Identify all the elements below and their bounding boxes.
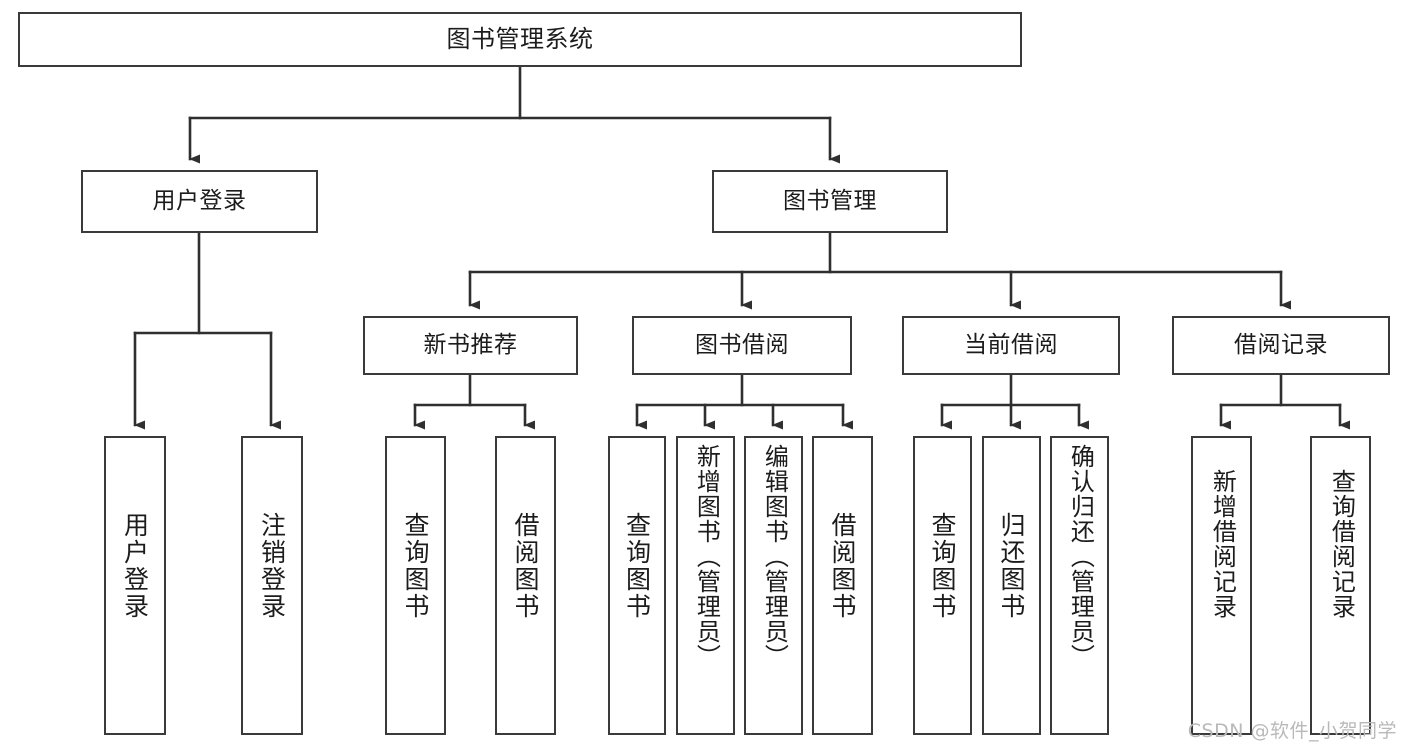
node-label: 借阅记录 (1234, 332, 1328, 359)
node-label: 查询图书 (622, 512, 652, 620)
node-label: 用户登录 (152, 188, 247, 215)
leaf-book-borrow-add-book-admin[interactable]: 新增图书（管理员） (676, 436, 735, 735)
leaf-borrow-record-query-record[interactable]: 查询借阅记录 (1310, 436, 1371, 735)
leaf-user-login-login[interactable]: 用户登录 (104, 436, 166, 735)
node-label: 查询图书 (928, 512, 957, 620)
node-label: 确认归还（管理员） (1066, 444, 1095, 669)
node-label: 图书借阅 (695, 332, 789, 359)
leaf-user-login-logout[interactable]: 注销登录 (241, 436, 303, 735)
node-label: 图书管理 (783, 188, 877, 215)
node-book-borrow[interactable]: 图书借阅 (632, 316, 852, 375)
node-label: 归还图书 (997, 512, 1026, 620)
node-label: 查询借阅记录 (1327, 469, 1356, 619)
node-label: 注销登录 (257, 512, 287, 620)
node-book-management[interactable]: 图书管理 (712, 170, 948, 233)
leaf-book-borrow-borrow-book[interactable]: 借阅图书 (812, 436, 873, 735)
node-label: 图书管理系统 (446, 24, 594, 53)
node-label: 新书推荐 (423, 332, 518, 359)
leaf-new-book-borrow-book[interactable]: 借阅图书 (495, 436, 556, 735)
node-root-book-management-system[interactable]: 图书管理系统 (18, 12, 1022, 67)
leaf-book-borrow-edit-book-admin[interactable]: 编辑图书（管理员） (744, 436, 803, 735)
node-user-login[interactable]: 用户登录 (81, 170, 318, 233)
node-new-book-recommend[interactable]: 新书推荐 (363, 316, 578, 375)
leaf-current-borrow-confirm-return-admin[interactable]: 确认归还（管理员） (1050, 436, 1109, 735)
node-label: 新增借阅记录 (1208, 469, 1237, 619)
node-label: 编辑图书（管理员） (760, 444, 789, 669)
leaf-book-borrow-query-book[interactable]: 查询图书 (608, 436, 666, 735)
leaf-current-borrow-query-book[interactable]: 查询图书 (913, 436, 972, 735)
node-label: 新增图书（管理员） (692, 444, 721, 669)
node-label: 借阅图书 (828, 512, 857, 620)
leaf-new-book-query-book[interactable]: 查询图书 (385, 436, 446, 735)
node-label: 当前借阅 (964, 332, 1058, 359)
leaf-borrow-record-add-record[interactable]: 新增借阅记录 (1191, 436, 1252, 735)
node-label: 查询图书 (401, 512, 430, 620)
node-label: 用户登录 (120, 512, 150, 620)
leaf-current-borrow-return-book[interactable]: 归还图书 (982, 436, 1041, 735)
node-borrow-record[interactable]: 借阅记录 (1172, 316, 1390, 375)
watermark-csdn: CSDN @软件_小贺同学 (1187, 720, 1397, 742)
node-current-borrow[interactable]: 当前借阅 (902, 316, 1120, 375)
node-label: 借阅图书 (511, 512, 540, 620)
